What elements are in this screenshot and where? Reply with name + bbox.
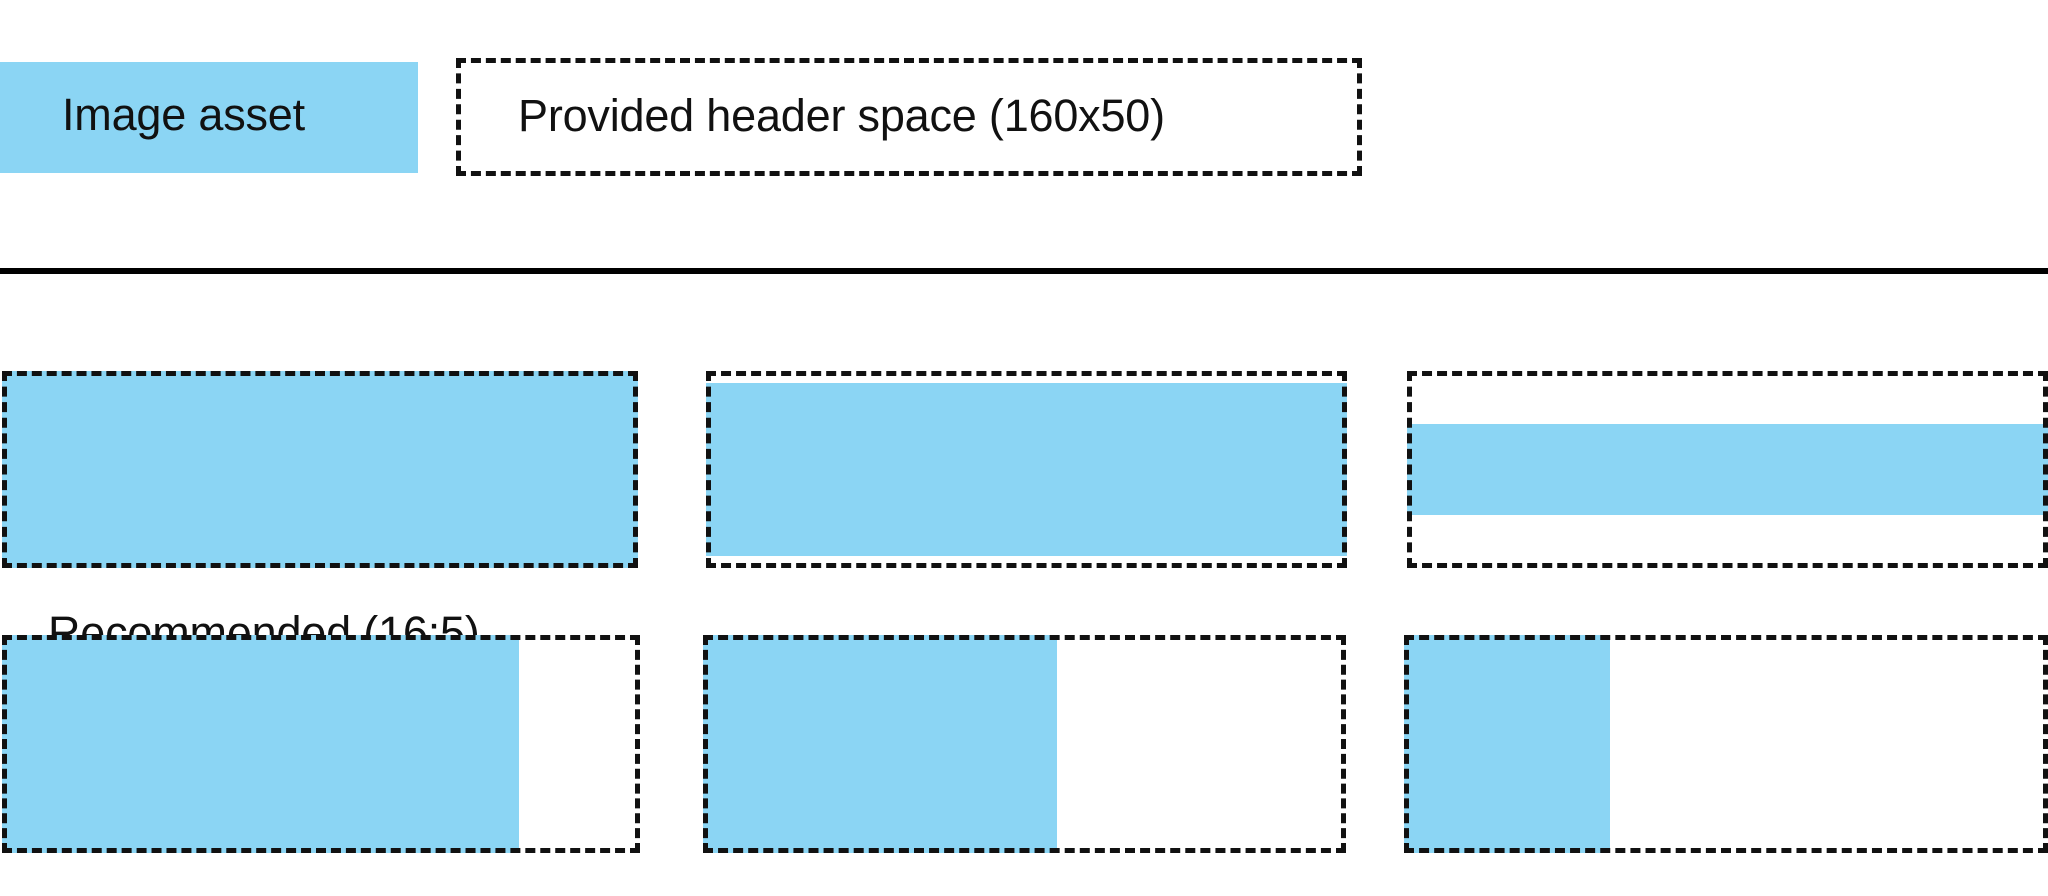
image-asset-swatch [0,62,418,173]
narrow-fill-cell[interactable] [1404,635,2048,853]
cell-fill [1404,635,1611,853]
header-legend-band: Image asset Provided header space (160x5… [0,0,2048,271]
aspect-ratio-grid: Recommended (16:5) [0,274,2048,896]
recommended-cell[interactable] [2,371,638,568]
cell-fill [703,635,1057,853]
cell-fill [2,371,638,568]
provided-header-space-box [456,58,1362,176]
section-divider [0,268,2048,274]
cell-fill [706,382,1347,557]
short-band-cell[interactable] [1407,371,2048,568]
cell-outline [1407,371,2048,568]
cell-fill [1407,424,2048,515]
cell-outline [2,635,640,853]
cell-outline [703,635,1346,853]
medium-fill-cell[interactable] [703,635,1346,853]
image-asset-label: Image asset [62,89,305,140]
cell-outline [2,371,638,568]
tall-crop-cell[interactable] [706,371,1347,568]
cell-outline [1404,635,2048,853]
wide-fill-cell[interactable] [2,635,640,853]
provided-header-space-label: Provided header space (160x50) [518,90,1165,141]
cell-fill [2,635,519,853]
cell-outline [706,371,1347,568]
